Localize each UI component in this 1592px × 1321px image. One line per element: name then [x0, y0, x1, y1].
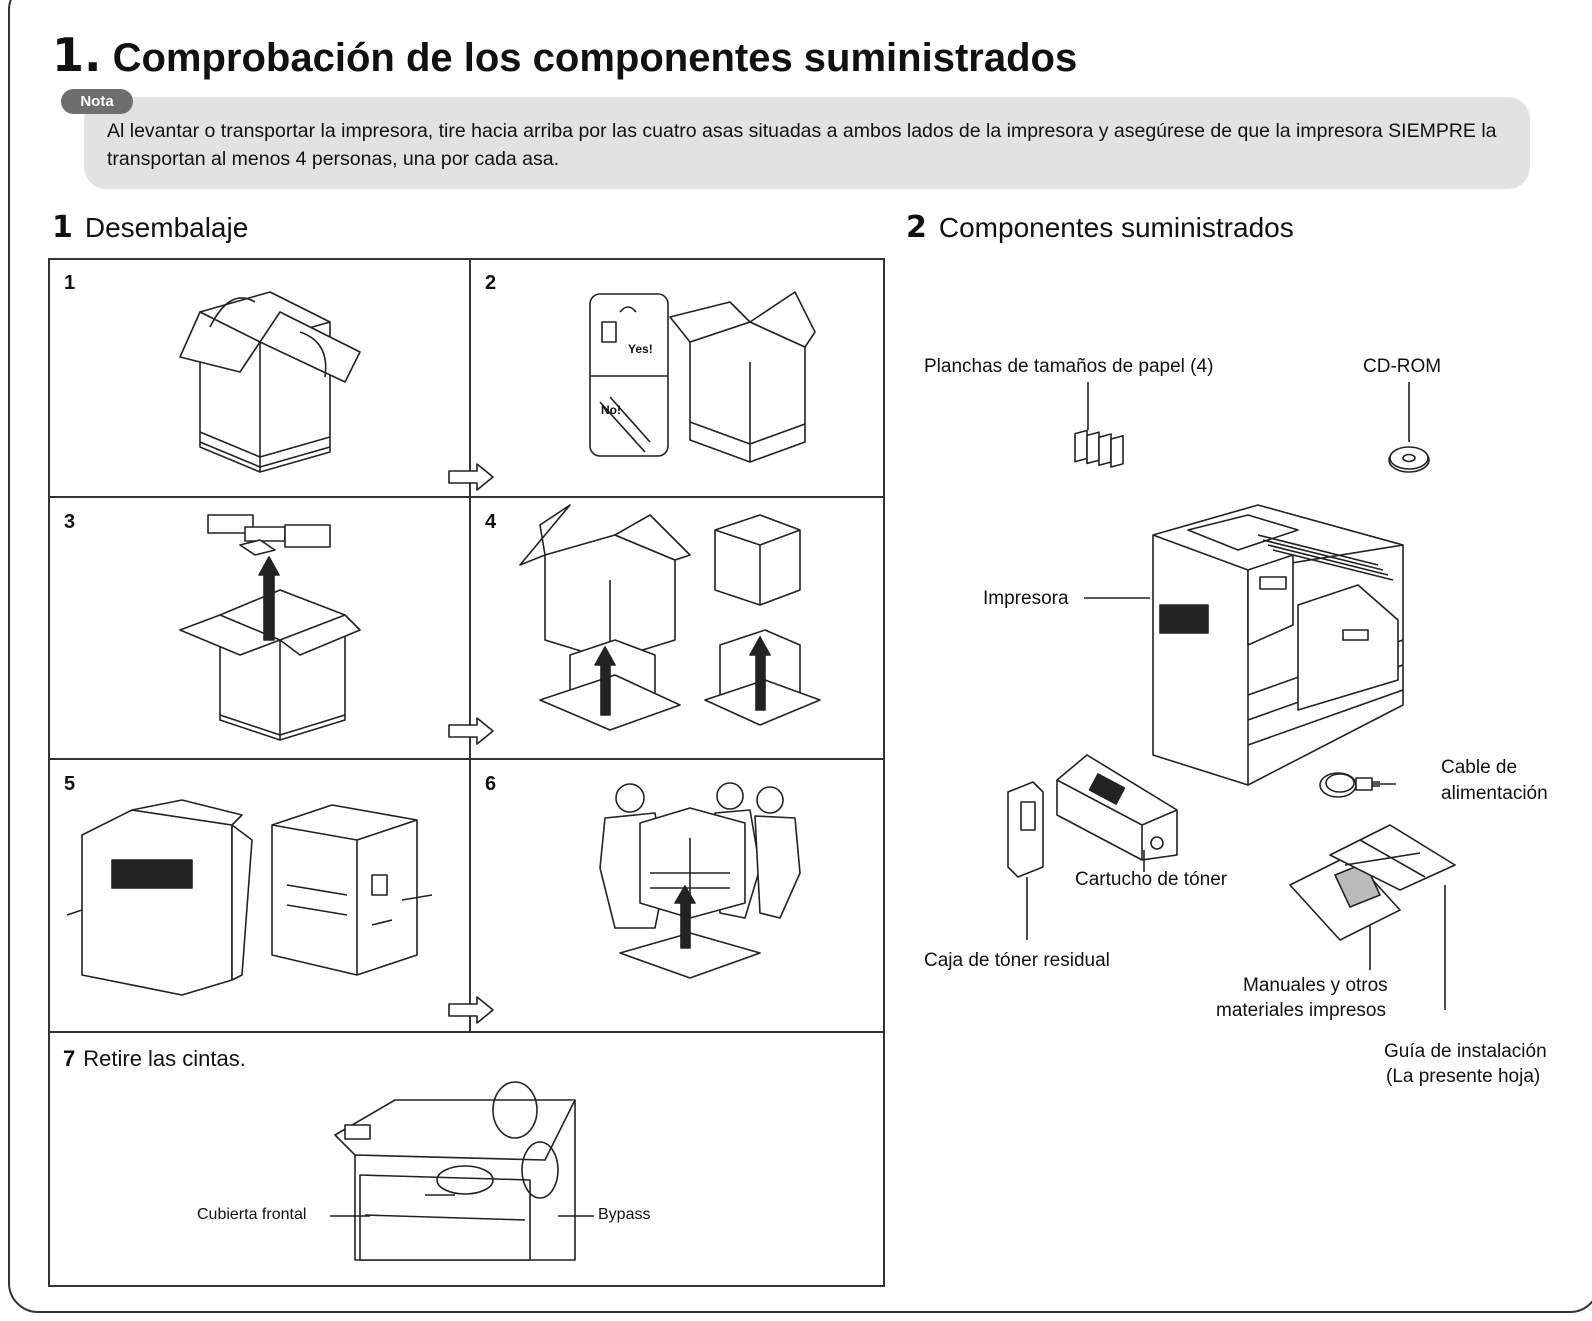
- remove-tapes-illustration: [334, 1081, 576, 1261]
- box-opening-illustration: [179, 291, 361, 473]
- section-unpacking-heading: 1 Desembalaje: [52, 210, 248, 245]
- page-title-text: Comprobación de los componentes suminist…: [112, 36, 1078, 80]
- cutting-detail-illustration: [589, 291, 816, 463]
- guide-label-line1: Guía de instalación: [1384, 1041, 1547, 1062]
- section-title: Desembalaje: [84, 212, 249, 243]
- note-badge: Nota: [61, 89, 133, 114]
- unpacking-grid: [48, 258, 885, 1287]
- grid-divider: [48, 1031, 885, 1033]
- step-number: 4: [485, 511, 497, 533]
- power-cable-label-line2: alimentación: [1441, 783, 1548, 804]
- step-number: 7: [63, 1046, 76, 1071]
- next-arrow-icon: [448, 996, 494, 1024]
- waste-box-illustration: [1007, 781, 1044, 940]
- section-title: Componentes suministrados: [938, 212, 1294, 243]
- cdrom-illustration: [1388, 382, 1430, 473]
- step-7-text: Retire las cintas.: [83, 1046, 246, 1071]
- toner-cartridge-illustration: [1056, 754, 1178, 861]
- carry-printer-illustration: [599, 782, 801, 979]
- page-title-number: 1.: [52, 28, 102, 82]
- next-arrow-icon: [448, 463, 494, 491]
- note-text: Al levantar o transportar la impresora, …: [107, 120, 1497, 170]
- section-components-heading: 2 Componentes suministrados: [906, 210, 1294, 245]
- grid-divider: [48, 758, 885, 760]
- manuals-label-line1: Manuales y otros: [1243, 975, 1388, 996]
- page-frame: [8, 0, 1592, 1313]
- printer-label: Impresora: [983, 588, 1069, 609]
- no-label: No!: [601, 403, 621, 417]
- step-number: 2: [485, 272, 497, 294]
- step-number: 1: [64, 272, 76, 294]
- lift-carton-illustration: [519, 504, 821, 731]
- bypass-leader: [558, 1215, 594, 1217]
- note-box: [84, 97, 1530, 189]
- front-cover-label: Cubierta frontal: [197, 1206, 307, 1223]
- guide-label-line2: (La presente hoja): [1386, 1066, 1541, 1087]
- remove-packing-illustration: [66, 799, 433, 996]
- step-7: 7 Retire las cintas.: [63, 1046, 246, 1072]
- yes-label: Yes!: [628, 342, 653, 356]
- remove-accessories-illustration: [179, 514, 361, 741]
- toner-cartridge-label: Cartucho de tóner: [1075, 869, 1228, 890]
- step-number: 6: [485, 773, 497, 795]
- paper-plates-label: Planchas de tamaños de papel (4): [924, 356, 1214, 377]
- page-title: 1. Comprobación de los componentes sumin…: [52, 28, 1077, 82]
- front-cover-leader: [330, 1215, 370, 1217]
- power-cable-illustration: [1319, 772, 1396, 798]
- printer-illustration: [1152, 504, 1404, 786]
- next-arrow-icon: [448, 717, 494, 745]
- power-cable-label-line1: Cable de: [1441, 757, 1518, 778]
- toner-leader: [1143, 850, 1145, 872]
- section-number: 2: [906, 210, 927, 245]
- bypass-label: Bypass: [598, 1206, 651, 1223]
- grid-divider: [48, 496, 885, 498]
- section-number: 1: [52, 210, 73, 245]
- printer-leader: [1084, 597, 1150, 599]
- grid-divider: [469, 258, 471, 1033]
- waste-box-label: Caja de tóner residual: [924, 950, 1110, 971]
- cdrom-label: CD-ROM: [1363, 356, 1442, 377]
- manuals-label-line2: materiales impresos: [1216, 1000, 1386, 1021]
- step-number: 5: [64, 773, 76, 795]
- step-number: 3: [64, 511, 76, 533]
- paper-plates-illustration: [1074, 382, 1124, 468]
- manuals-illustration: [1289, 824, 1456, 1010]
